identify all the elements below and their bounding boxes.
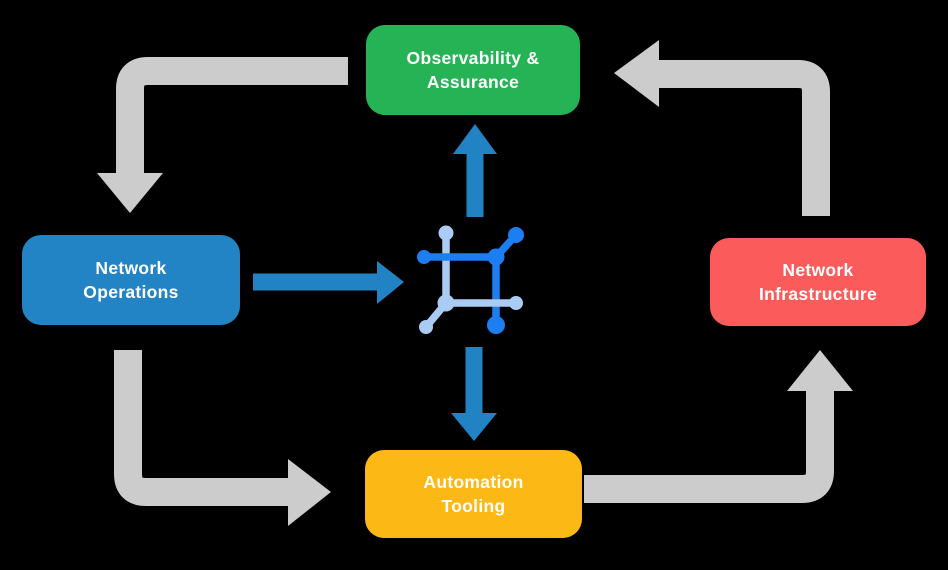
arrow-head	[97, 173, 163, 213]
network-mesh-icon	[417, 225, 524, 334]
arrow-head	[614, 40, 659, 107]
arrow-observability-to-operations	[97, 57, 348, 213]
node-label: Network Infrastructure	[759, 259, 877, 304]
arrow-operations-to-tooling	[114, 350, 331, 526]
arrow-shaft	[659, 60, 830, 216]
mesh-node	[437, 294, 455, 312]
arrow-shaft	[114, 350, 288, 506]
arrow-center-to-observability	[453, 124, 497, 217]
arrow-head	[288, 459, 331, 526]
arrow-head	[453, 124, 497, 154]
mesh-node	[487, 248, 505, 266]
mesh-node	[438, 225, 454, 241]
arrow-shaft	[584, 391, 834, 503]
node-label: Network Operations	[83, 257, 179, 302]
arrow-tooling-to-infrastructure	[584, 350, 853, 503]
arrow-shaft	[116, 57, 348, 174]
node-label: Automation Tooling	[423, 471, 524, 516]
node-network-operations: Network Operations	[22, 235, 240, 325]
mesh-node	[508, 227, 524, 243]
mesh-light-lines	[423, 233, 450, 330]
arrow-center-to-tooling	[451, 347, 497, 441]
mesh-node	[417, 250, 431, 264]
mesh-node	[419, 320, 433, 334]
arrow-operations-to-center	[253, 261, 404, 304]
mesh-node	[487, 316, 505, 334]
node-automation-tooling: Automation Tooling	[365, 450, 582, 538]
node-label: Observability & Assurance	[406, 47, 540, 92]
arrow-head	[377, 261, 404, 304]
mesh-node	[509, 296, 523, 310]
node-observability-assurance: Observability & Assurance	[366, 25, 580, 115]
arrow-head	[451, 413, 497, 441]
node-network-infrastructure: Network Infrastructure	[710, 238, 926, 326]
arrow-head	[787, 350, 853, 391]
arrow-infrastructure-to-observability	[614, 40, 830, 216]
